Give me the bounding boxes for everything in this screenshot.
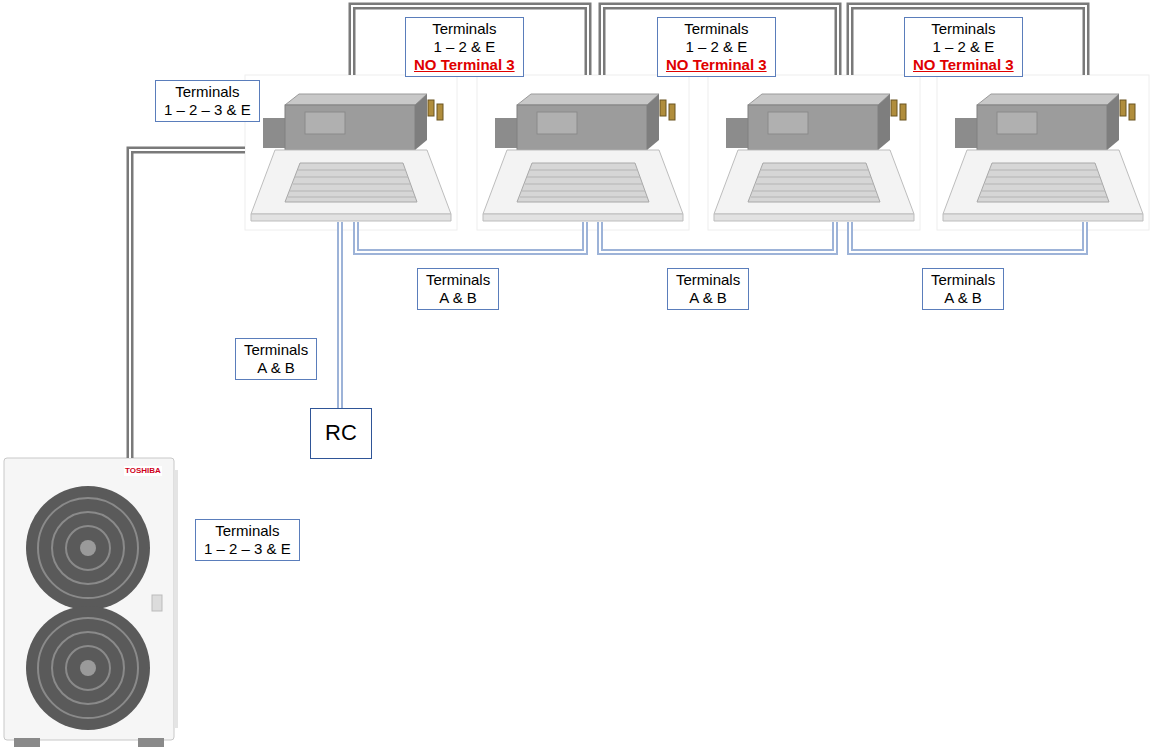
terminal-text: 1 – 2 & E [913, 38, 1014, 56]
terminal-text: Terminals [164, 83, 251, 101]
terminal-text: 1 – 2 – 3 & E [204, 540, 291, 558]
cassette-unit [708, 75, 920, 230]
terminal-text: 1 – 2 – 3 & E [164, 101, 251, 119]
terminal-text: Terminals [414, 20, 515, 38]
terminal-callout-box: Terminals1 – 2 & ENO Terminal 3 [904, 17, 1023, 77]
warning-text: NO Terminal 3 [913, 56, 1014, 74]
brand-logo: TOSHIBA [124, 466, 162, 476]
terminal-callout-box: TerminalsA & B [922, 268, 1004, 310]
cassette-unit [245, 75, 457, 230]
terminal-callout-box: Terminals1 – 2 – 3 & E [155, 80, 260, 122]
terminal-callout-box: Terminals1 – 2 & ENO Terminal 3 [405, 17, 524, 77]
terminal-callout-box: TerminalsA & B [417, 268, 499, 310]
terminal-callout-box: TerminalsA & B [235, 338, 317, 380]
warning-text: NO Terminal 3 [414, 56, 515, 74]
terminal-text: A & B [676, 289, 740, 307]
control-wires [340, 222, 1085, 408]
cassette-unit [937, 75, 1149, 230]
terminal-text: Terminals [426, 271, 490, 289]
device-name: RC [325, 420, 357, 446]
warning-text: NO Terminal 3 [666, 56, 767, 74]
terminal-callout-box: TerminalsA & B [667, 268, 749, 310]
box-content: RC [325, 420, 357, 446]
terminal-callout-box: Terminals1 – 2 – 3 & E [195, 519, 300, 561]
terminal-text: Terminals [676, 271, 740, 289]
remote-controller-box: RC [310, 408, 372, 459]
terminal-text: Terminals [666, 20, 767, 38]
terminal-text: Terminals [931, 271, 995, 289]
cassette-unit [477, 75, 689, 230]
terminal-text: Terminals [913, 20, 1014, 38]
terminal-text: A & B [426, 289, 490, 307]
terminal-text: 1 – 2 & E [414, 38, 515, 56]
power-wires [130, 6, 1086, 458]
terminal-text: A & B [244, 359, 308, 377]
terminal-text: 1 – 2 & E [666, 38, 767, 56]
terminal-text: Terminals [204, 522, 291, 540]
terminal-text: A & B [931, 289, 995, 307]
terminal-callout-box: Terminals1 – 2 & ENO Terminal 3 [657, 17, 776, 77]
terminal-text: Terminals [244, 341, 308, 359]
indoor-units [245, 75, 1149, 230]
outdoor-unit [4, 458, 178, 747]
